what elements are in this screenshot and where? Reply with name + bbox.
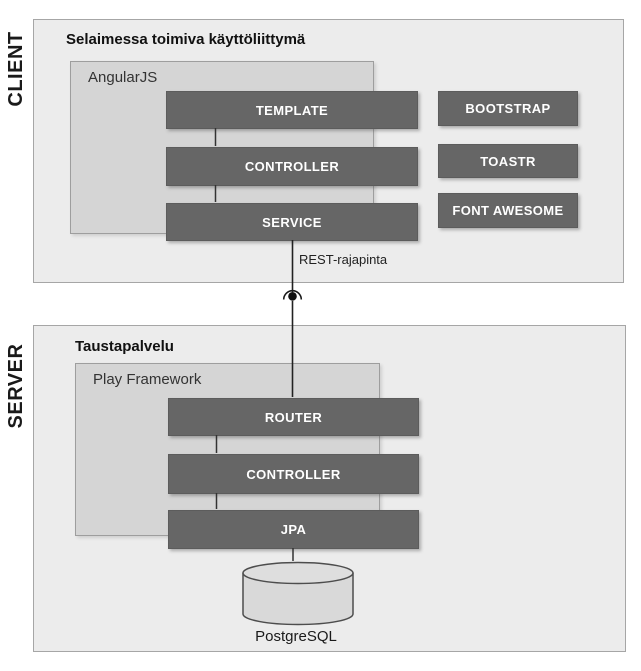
router-box: ROUTER [168, 398, 419, 436]
play-framework-label: Play Framework [93, 371, 202, 388]
play-framework-container: Play Framework [75, 363, 380, 536]
server-side-label: SERVER [5, 343, 27, 429]
postgresql-label: PostgreSQL [255, 628, 337, 645]
client-panel: Selaimessa toimiva käyttöliittymä Angula… [33, 19, 624, 283]
angularjs-label: AngularJS [88, 69, 158, 86]
service-box: SERVICE [166, 203, 418, 241]
database-cylinder-icon [242, 561, 354, 626]
client-panel-title: Selaimessa toimiva käyttöliittymä [66, 31, 306, 48]
ball-interface-icon [288, 292, 297, 301]
toastr-box: TOASTR [438, 144, 578, 178]
server-panel-title: Taustapalvelu [75, 338, 174, 355]
socket-interface-icon [282, 289, 303, 300]
client-side-label: CLIENT [5, 31, 27, 107]
rest-api-label: REST-rajapinta [299, 252, 388, 267]
client-controller-box: CONTROLLER [166, 147, 418, 186]
bootstrap-box: BOOTSTRAP [438, 91, 578, 126]
server-panel: Taustapalvelu Play Framework ROUTER CONT… [33, 325, 626, 652]
font-awesome-box: FONT AWESOME [438, 193, 578, 228]
server-controller-box: CONTROLLER [168, 454, 419, 494]
jpa-box: JPA [168, 510, 419, 549]
template-box: TEMPLATE [166, 91, 418, 129]
